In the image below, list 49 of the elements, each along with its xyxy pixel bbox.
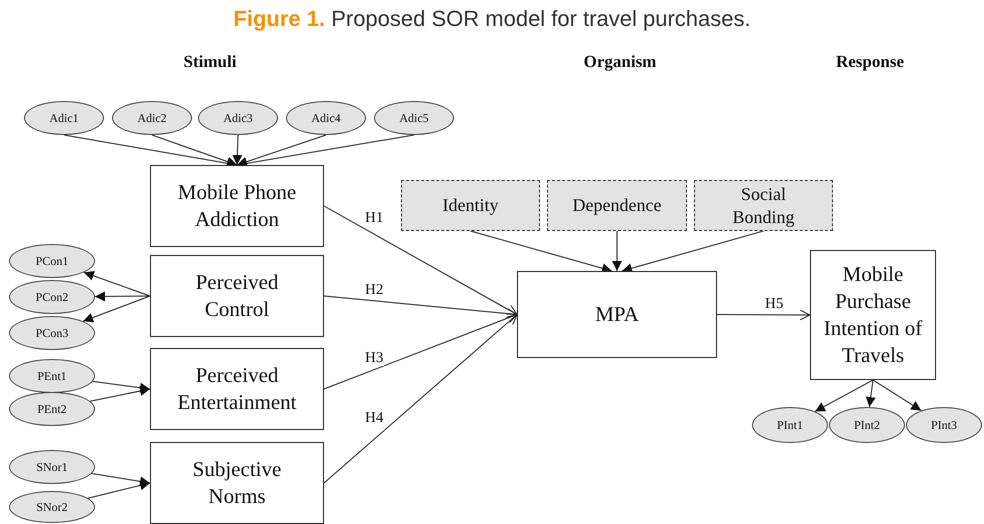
construct-box: Mobile Phone Addiction [150, 165, 324, 247]
arrow [91, 473, 150, 486]
arrow [814, 380, 874, 412]
indicator-ellipse: PInt2 [829, 407, 905, 443]
indicator-ellipse: PCon3 [9, 316, 95, 350]
construct-box: Mobile Purchase Intention of Travels [810, 250, 936, 380]
indicator-ellipse: PCon2 [9, 280, 95, 314]
arrow [87, 480, 150, 499]
construct-box: Perceived Entertainment [150, 348, 324, 430]
arrow [866, 380, 876, 408]
arrow [324, 314, 518, 484]
arrow [236, 134, 326, 167]
indicator-ellipse: SNor1 [9, 450, 95, 484]
indicator-ellipse: PEnt1 [9, 359, 95, 393]
indicator-ellipse: Adic1 [24, 101, 104, 135]
figure-title: Figure 1. Proposed SOR model for travel purchases. [233, 6, 751, 31]
column-heading: Response [834, 52, 905, 72]
indicator-ellipse: PInt1 [752, 407, 828, 443]
arrow [90, 386, 150, 402]
indicator-ellipse: Adic4 [286, 101, 366, 135]
arrow [612, 230, 622, 272]
arrow [872, 380, 922, 412]
indicator-ellipse: PCon1 [9, 244, 95, 278]
arrow [82, 296, 150, 322]
column-heading: Stimuli [182, 52, 238, 72]
arrow [622, 230, 764, 274]
arrow [92, 380, 150, 393]
dimension-box: Dependence [547, 180, 687, 231]
arrow [716, 309, 810, 320]
indicator-ellipse: PInt3 [906, 407, 982, 443]
indicator-ellipse: Adic5 [374, 101, 454, 135]
arrow [470, 230, 612, 274]
arrow [94, 291, 150, 302]
dimension-box: Social Bonding [694, 180, 833, 231]
indicator-ellipse: Adic3 [198, 101, 278, 135]
construct-box: MPA [517, 271, 717, 358]
arrow [83, 271, 150, 296]
arrow [232, 134, 242, 166]
construct-box: Subjective Norms [150, 442, 324, 524]
column-heading: Organism [582, 52, 658, 72]
arrow [152, 134, 238, 166]
arrow [324, 206, 518, 315]
edge-label: H3 [364, 350, 384, 366]
indicator-ellipse: Adic2 [112, 101, 192, 135]
indicator-ellipse: SNor2 [9, 491, 95, 523]
indicator-ellipse: PEnt2 [9, 392, 95, 426]
dimension-box: Identity [401, 180, 540, 231]
construct-box: Perceived Control [150, 255, 324, 337]
arrow [324, 312, 518, 390]
